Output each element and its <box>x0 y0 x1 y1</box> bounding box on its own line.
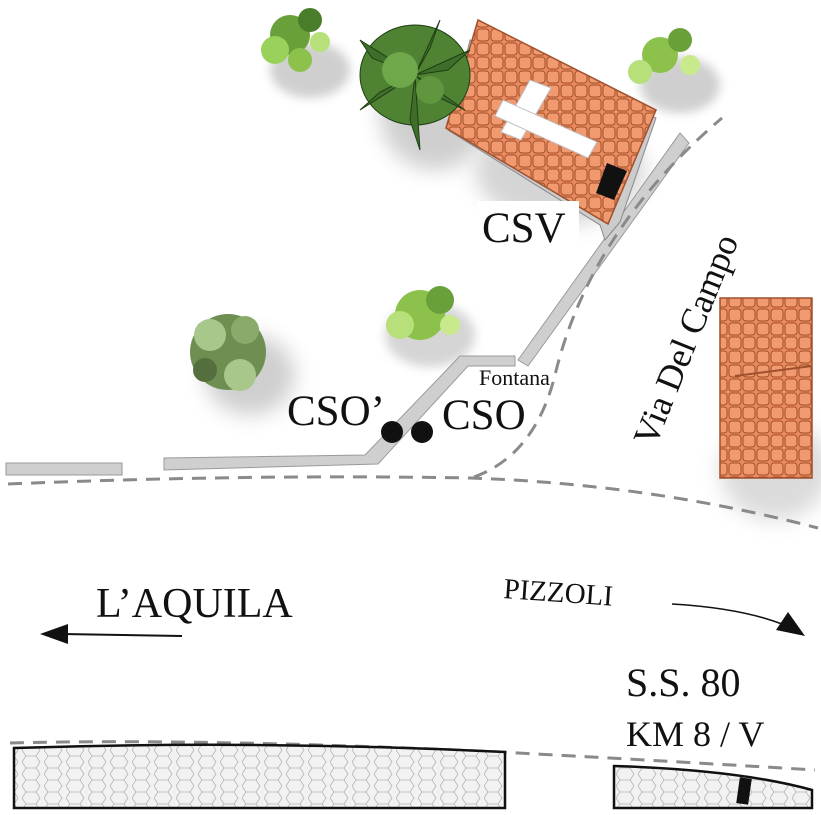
tree-top-left <box>261 8 330 72</box>
roads <box>7 116 819 772</box>
cross-icon <box>494 79 598 159</box>
label-laquila: L’AQUILA <box>96 581 293 627</box>
via-del-campo-road <box>473 116 723 479</box>
tree-icon <box>628 28 700 84</box>
walls <box>5 132 690 476</box>
station-cso-prime-dot <box>381 421 403 443</box>
arrow-right-icon <box>671 603 805 636</box>
tree-icon <box>190 314 266 391</box>
main-road-lower-edge <box>9 740 816 772</box>
label-km-marker: KM 8 / V <box>626 714 764 754</box>
station-cso-dot <box>411 421 433 443</box>
tree-icon <box>359 19 471 151</box>
house-roof-icon <box>719 297 813 479</box>
tree-middle <box>386 286 460 340</box>
csv-label-box <box>477 201 579 250</box>
label-cso-prime: CSO’ <box>287 388 385 435</box>
church-building <box>445 18 657 242</box>
arrow-left-icon <box>40 624 183 644</box>
house-building <box>719 297 813 479</box>
main-road-upper-edge <box>7 475 819 530</box>
stations <box>381 421 433 443</box>
label-csv: CSV <box>482 205 566 252</box>
label-cso: CSO <box>442 392 526 439</box>
tree-icon <box>386 286 460 340</box>
church-door <box>596 163 627 200</box>
label-road-number: S.S. 80 <box>626 660 741 705</box>
pavement <box>12 743 814 810</box>
tree-top-right <box>628 28 700 84</box>
tree-icon <box>261 8 330 72</box>
label-fontana: Fontana <box>479 365 550 390</box>
tree-middle-left <box>190 314 266 391</box>
tree-large-dark <box>359 19 471 151</box>
label-pizzoli: PIZZOLI <box>503 573 614 613</box>
